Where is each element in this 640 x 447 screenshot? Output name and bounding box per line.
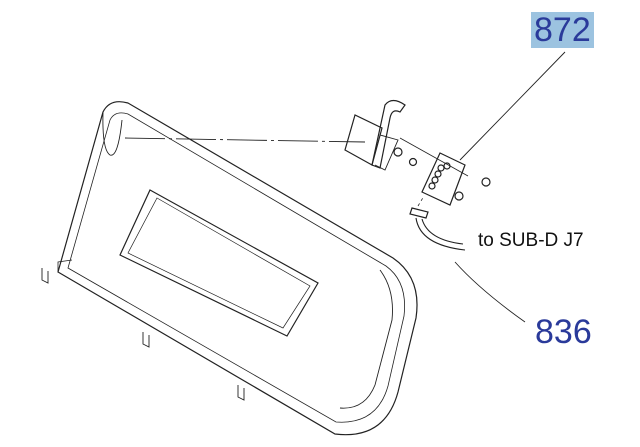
tabs (41, 268, 245, 401)
assembly-line (124, 137, 366, 143)
callout-872: 872 (531, 12, 594, 48)
callout-836: 836 (535, 313, 592, 351)
cable-destination-label: to SUB-D J7 (478, 230, 584, 251)
panel-cover (57, 101, 418, 436)
panel-window (119, 189, 319, 337)
bracket (344, 99, 469, 177)
leader-line-872 (459, 51, 566, 161)
connector-board-872 (421, 152, 491, 206)
cable-836 (409, 195, 466, 251)
leader-line-836 (454, 261, 526, 323)
